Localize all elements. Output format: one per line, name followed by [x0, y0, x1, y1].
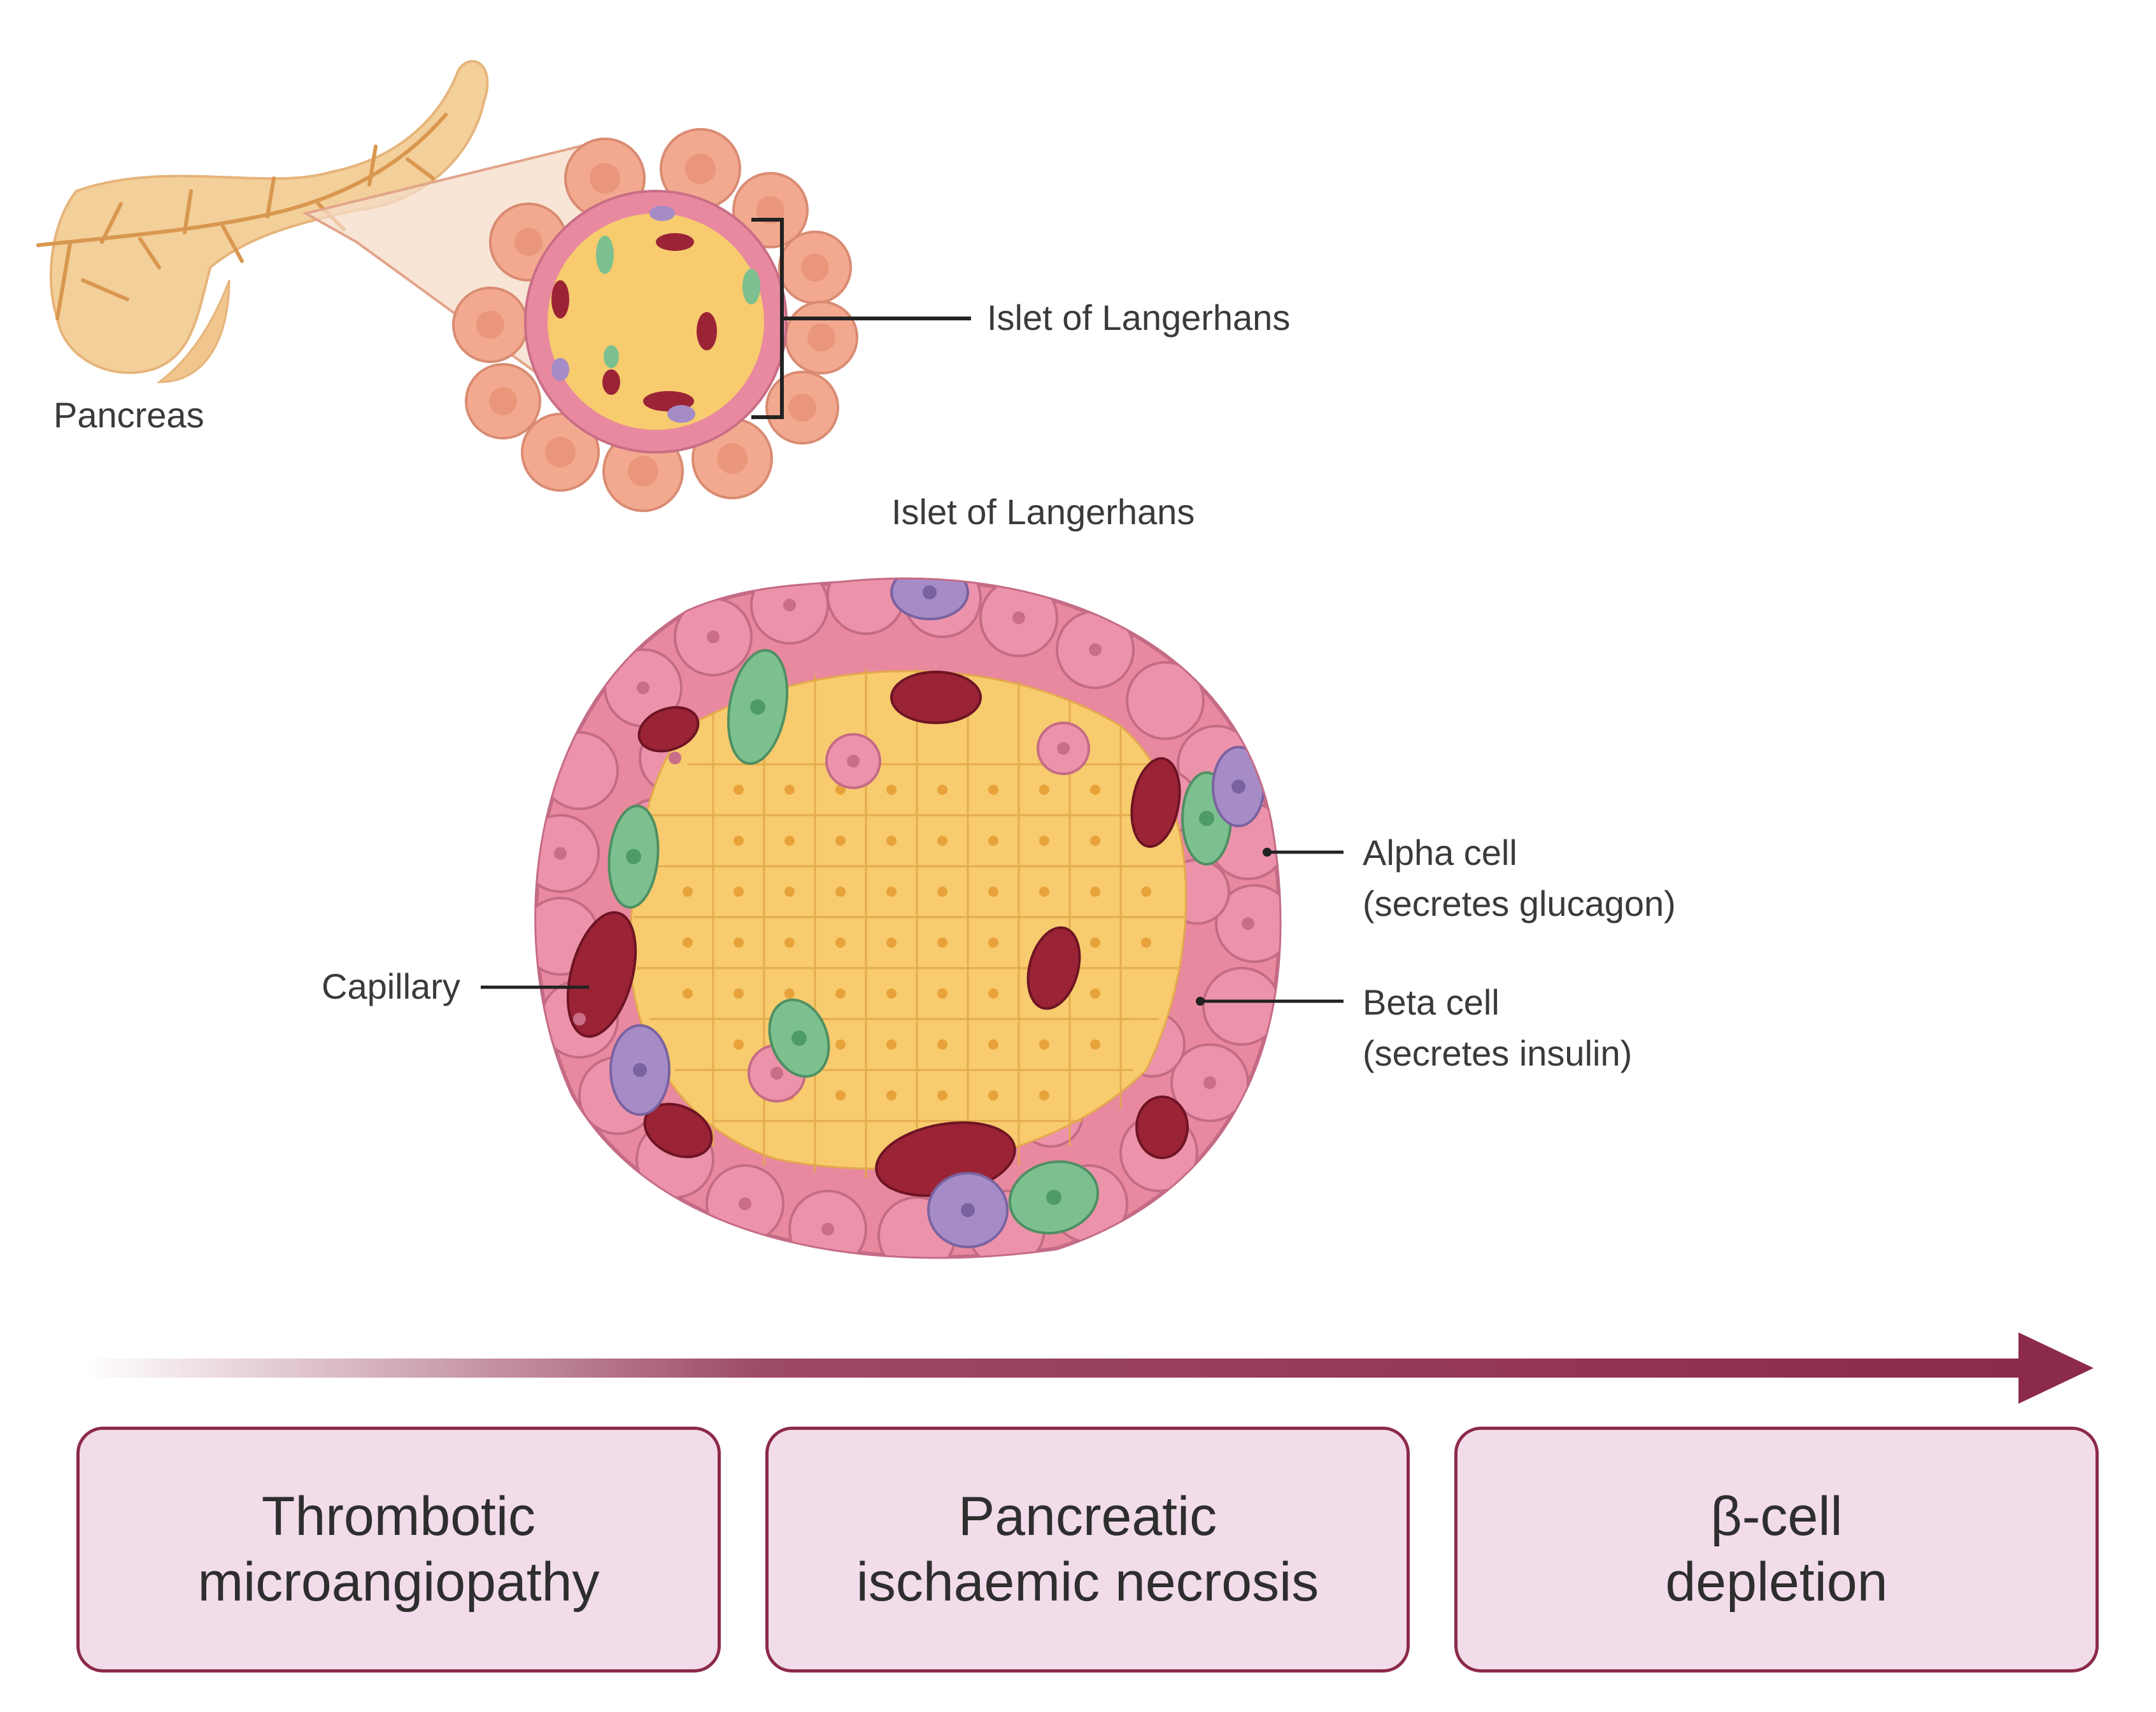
alpha-cell-label: Alpha cell [1363, 832, 1517, 873]
islet-top-label: Islet of Langerhans [987, 297, 1291, 338]
stage-label: Pancreatic ischaemic necrosis [856, 1485, 1319, 1613]
islet-title: Islet of Langerhans [891, 492, 1195, 532]
islet-bracket [751, 218, 971, 419]
stage-label: Thrombotic microangiopathy [197, 1485, 600, 1613]
stage-box-beta-depletion: β-cell depletion [1454, 1427, 2099, 1673]
leader-lines [481, 850, 1344, 1003]
progression-arrow [83, 1332, 2094, 1404]
alpha-cell-sub: (secretes glucagon) [1363, 883, 1676, 924]
beta-cell-label: Beta cell [1363, 982, 1500, 1022]
stage-label: β-cell depletion [1665, 1485, 1888, 1613]
stage-box-necrosis: Pancreatic ischaemic necrosis [765, 1427, 1410, 1673]
stage-box-thrombotic: Thrombotic microangiopathy [76, 1427, 721, 1673]
large-islet [534, 577, 1282, 1259]
pancreas-label: Pancreas [53, 395, 204, 435]
beta-cell-sub: (secretes insulin) [1363, 1033, 1633, 1073]
capillary-label: Capillary [322, 966, 460, 1006]
small-islet [452, 128, 858, 512]
